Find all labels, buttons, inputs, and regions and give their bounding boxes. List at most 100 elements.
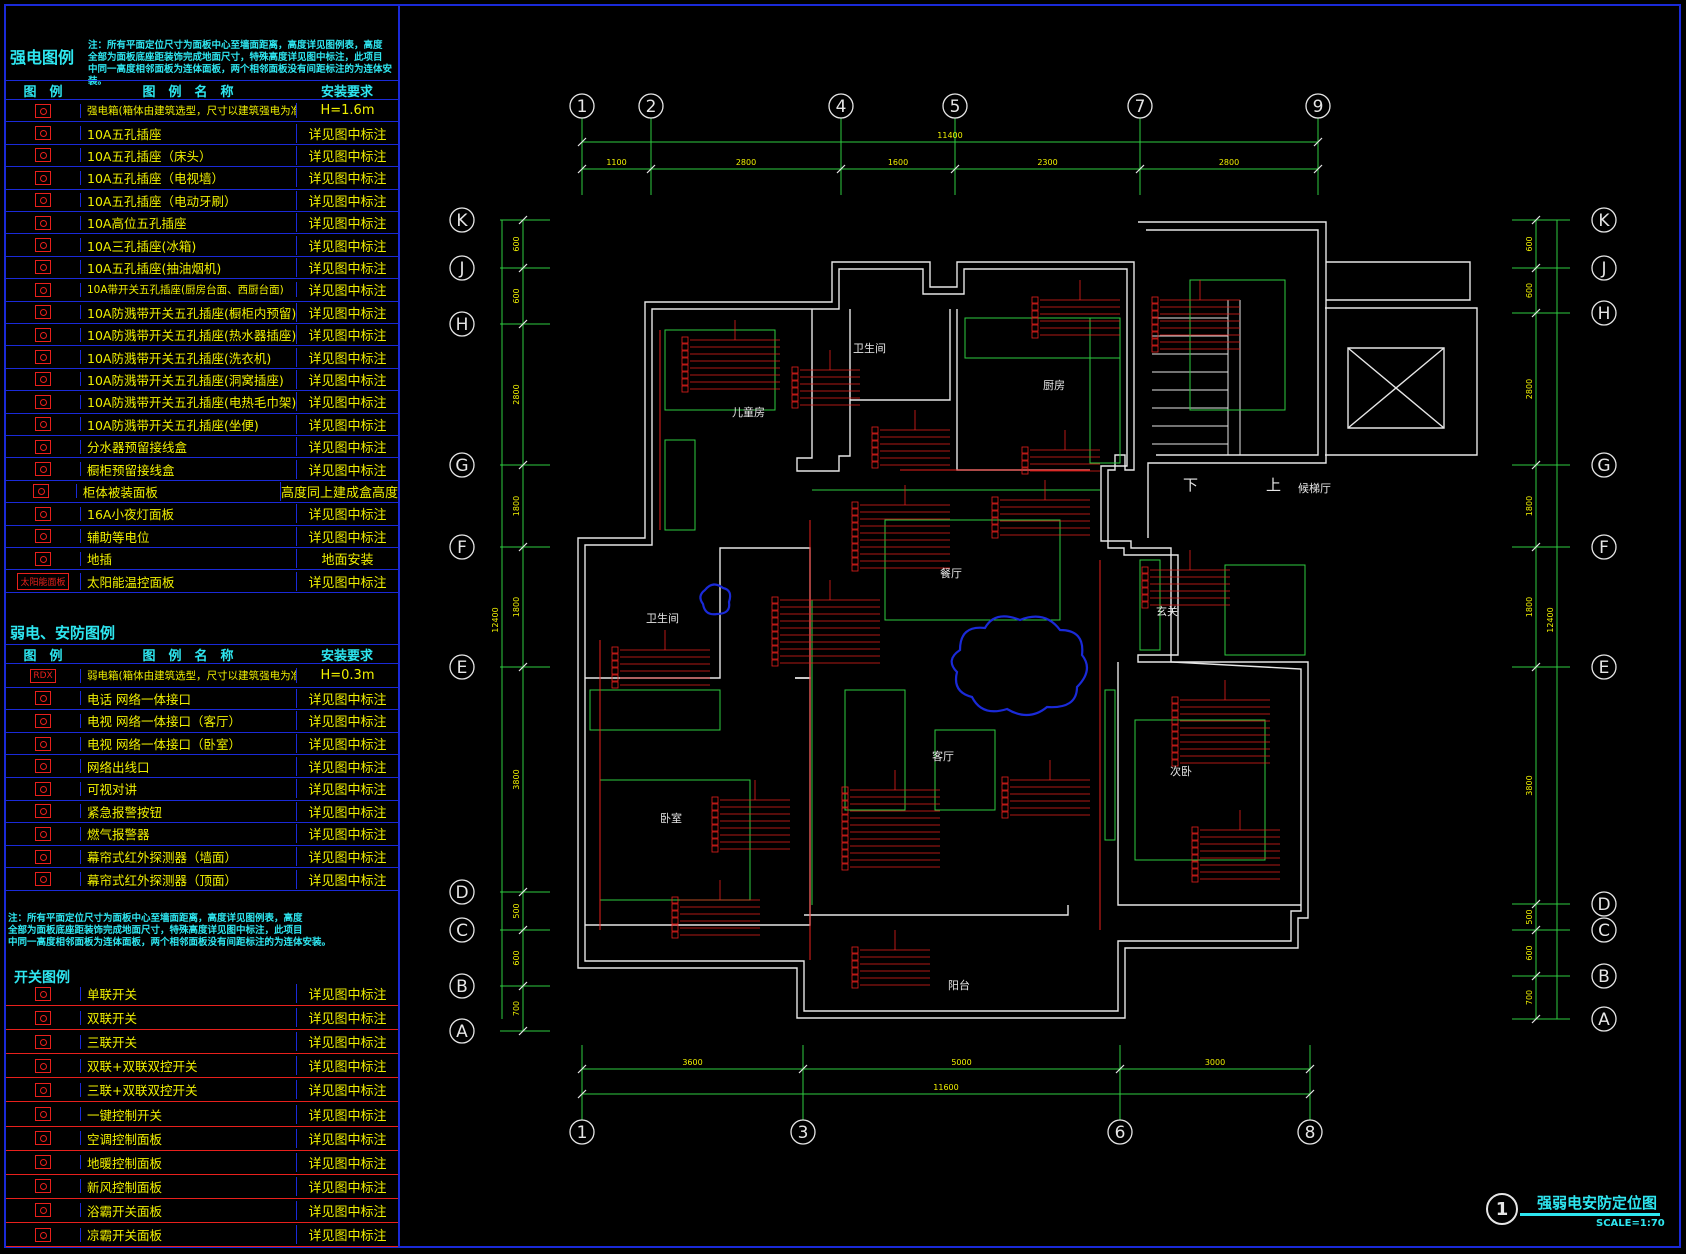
- axis-label: E: [457, 658, 468, 678]
- dim-tick: [1531, 1014, 1541, 1024]
- dim-tick: [1531, 460, 1541, 470]
- socket-icon: [1191, 833, 1199, 841]
- axis-label: G: [455, 456, 468, 476]
- dim-tick: [646, 164, 656, 174]
- switch_legend-name-cell: 三联+双联双控开关: [81, 1080, 297, 1100]
- strong_legend-symbol-cell: [6, 506, 81, 521]
- switch_legend-row: 单联开关详见图中标注: [6, 982, 398, 1007]
- switch_legend-row: 新风控制面板详见图中标注: [6, 1175, 398, 1199]
- strong_legend-requirement-cell: 详见图中标注: [308, 396, 387, 412]
- legend-panel: 强电图例 注：所有平面定位尺寸为面板中心至墙面距离，高度详见图例表，高度 全部为…: [6, 6, 400, 1248]
- socket-icon: [1141, 566, 1149, 574]
- strong_legend-requirement-cell: 详见图中标注: [308, 149, 387, 165]
- axis-bubble: [1127, 93, 1153, 119]
- socket-icon: [871, 447, 879, 455]
- socket-icon: [851, 550, 859, 558]
- socket-symbol-icon: [35, 713, 51, 728]
- axis-bubble: [449, 255, 475, 281]
- socket-icon: [1191, 875, 1199, 883]
- drawing-number: 1: [1495, 1198, 1509, 1220]
- weak_legend-requirement-cell: H=0.3m: [320, 668, 375, 684]
- socket-icon: [841, 863, 849, 871]
- weak_legend-requirement-cell: 详见图中标注: [308, 805, 387, 821]
- switch_legend-name-cell: 双联+双联双控开关: [81, 1056, 297, 1076]
- socket-icon: [1171, 738, 1179, 746]
- dim-tick: [1115, 1064, 1125, 1074]
- weak_legend-symbol-cell: [6, 804, 81, 819]
- socket-icon: [841, 814, 849, 822]
- axis-label: 2: [646, 97, 657, 117]
- socket-symbol-icon: [35, 986, 51, 1001]
- wiring-note-cluster: [851, 485, 950, 572]
- strong_legend-header-cell: 安装要求: [320, 84, 373, 100]
- axis-right-F: F: [1591, 534, 1617, 560]
- socket-icon: [1171, 696, 1179, 704]
- weak_legend-requirement-cell: 详见图中标注: [308, 738, 387, 754]
- axis-label: 5: [950, 97, 961, 117]
- strong-legend-title: 强电图例: [10, 48, 75, 67]
- axis-right-H: H: [1591, 300, 1617, 326]
- dim-top-text: 2300: [1037, 158, 1057, 167]
- axis-label: F: [1599, 538, 1609, 558]
- socket-symbol-icon: [35, 1082, 51, 1097]
- strong_legend-requirement-cell: 详见图中标注: [308, 418, 387, 434]
- room-labels: 卫生间 厨房 儿童房 餐厅 卫生间 玄关 客厅 卧室 次卧 阳台 候梯厅 下 上: [646, 341, 1331, 992]
- strong_legend-name-cell: 10A高位五孔插座: [81, 213, 297, 233]
- strong_legend-symbol-cell: [6, 439, 81, 454]
- socket-symbol-icon: [35, 804, 51, 819]
- socket-icon: [841, 835, 849, 843]
- strong_legend-name-cell: 10A五孔插座(抽油烟机): [81, 257, 297, 277]
- drawing-number-circle: 1: [1486, 1193, 1518, 1225]
- socket-symbol-icon: [35, 170, 51, 185]
- axis-top-4: 4: [828, 93, 854, 119]
- switch_legend-row: 浴霸开关面板详见图中标注: [6, 1199, 398, 1223]
- axis-label: A: [456, 1022, 468, 1042]
- weak_legend-symbol-cell: [6, 781, 81, 796]
- socket-icon: [681, 343, 689, 351]
- strong_legend-symbol-cell: [6, 327, 81, 342]
- dim-tick: [518, 1026, 528, 1036]
- socket-icon: [681, 371, 689, 379]
- socket-icon: [1031, 317, 1039, 325]
- wiring-note-cluster: [991, 480, 1090, 539]
- axis-bubble: [1591, 452, 1617, 478]
- socket-icon: [771, 659, 779, 667]
- weak_legend-name-cell: 幕帘式红外探测器（顶面）: [81, 869, 297, 889]
- socket-icon: [1191, 847, 1199, 855]
- dim-right-text: 3800: [1525, 775, 1534, 795]
- dim-tick: [518, 460, 528, 470]
- dim-tick: [1531, 662, 1541, 672]
- socket-icon: [851, 564, 859, 572]
- strong_legend-requirement-cell: 详见图中标注: [308, 441, 387, 457]
- socket-icon: [1001, 783, 1009, 791]
- socket-icon: [841, 849, 849, 857]
- axis-left-A: A: [449, 1018, 475, 1044]
- socket-icon: [871, 454, 879, 462]
- socket-icon: [991, 524, 999, 532]
- socket-icon: [791, 380, 799, 388]
- strong_legend-symbol-cell: [6, 394, 81, 409]
- switch_legend-symbol-cell: [6, 1131, 81, 1146]
- strong_legend-symbol-cell: [6, 193, 81, 208]
- wiring-note-cluster: [611, 630, 710, 689]
- axis-right-J: J: [1591, 255, 1617, 281]
- socket-icon: [851, 515, 859, 523]
- socket-icon: [1001, 797, 1009, 805]
- weak_legend-symbol-cell: [6, 826, 81, 841]
- axis-label: J: [1600, 259, 1606, 279]
- room-label-dining: 餐厅: [940, 566, 962, 580]
- strong_legend-header-cell: 图 例 名 称: [142, 84, 234, 100]
- strong_legend-requirement-cell: 详见图中标注: [308, 261, 387, 277]
- dim-right-text: 2800: [1525, 379, 1534, 399]
- socket-icon: [1191, 840, 1199, 848]
- weak_legend-header-cell: 图 例 名 称: [142, 648, 234, 664]
- axis-right-A: A: [1591, 1006, 1617, 1032]
- axis-label: 4: [836, 97, 847, 117]
- walls: [577, 221, 1478, 1019]
- axis-label: E: [1599, 658, 1610, 678]
- axis-label: H: [1598, 304, 1611, 324]
- kitchen-counter-side: [1089, 317, 1121, 464]
- strong_legend-name-cell: 10A防溅带开关五孔插座(橱柜内预留): [81, 302, 297, 322]
